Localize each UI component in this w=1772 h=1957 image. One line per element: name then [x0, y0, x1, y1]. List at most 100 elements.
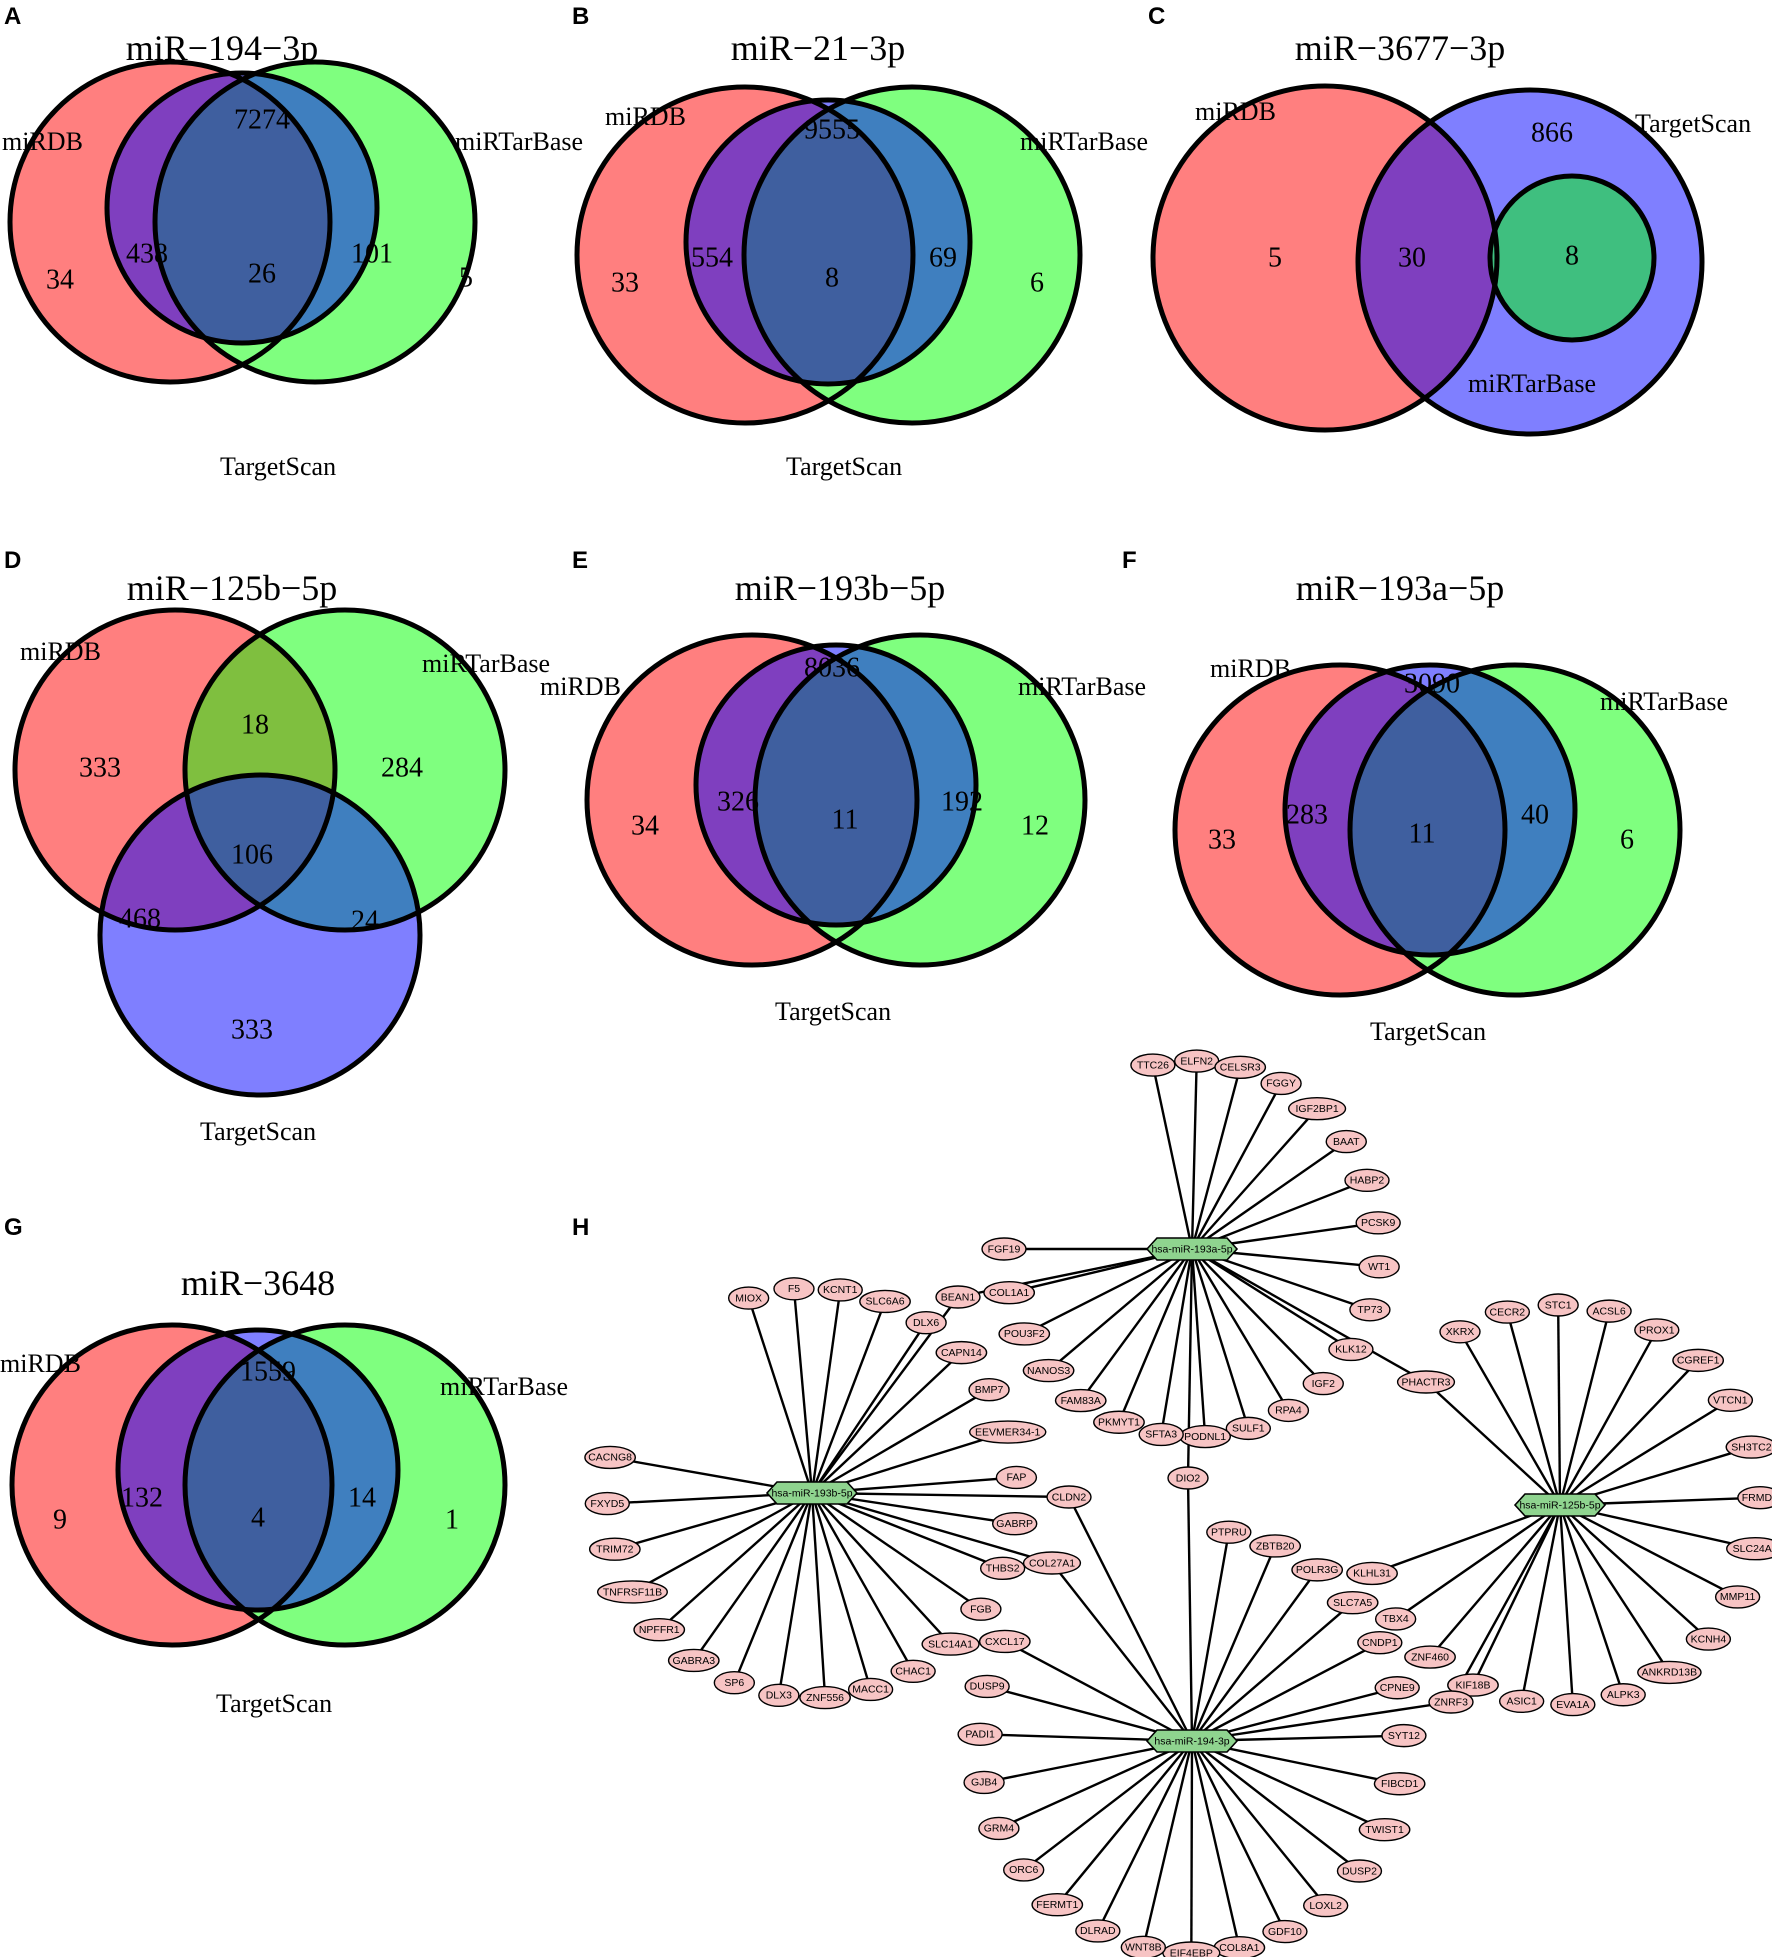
gene-node-znf460: ZNF460 — [1404, 1645, 1456, 1669]
network-edge — [1559, 1504, 1710, 1640]
gene-node-label: HABP2 — [1350, 1175, 1385, 1187]
gene-node-label: POU3F2 — [1004, 1328, 1045, 1340]
gene-node-label: ELFN2 — [1180, 1055, 1213, 1067]
network-edge — [1117, 1248, 1194, 1423]
network-edge — [811, 1492, 952, 1645]
gene-node-label: COL27A1 — [1029, 1557, 1075, 1569]
gene-node-shape — [1167, 1466, 1209, 1490]
gene-node-shape — [584, 1445, 637, 1470]
gene-node-label: TP73 — [1357, 1304, 1382, 1316]
gene-node-prox1: PROX1 — [1634, 1318, 1680, 1342]
gene-node-nanos3: NANOS3 — [1022, 1358, 1075, 1383]
network-edge — [1559, 1399, 1732, 1507]
gene-node-shape — [859, 1289, 911, 1314]
gene-node-acsl6: ACSL6 — [1586, 1299, 1632, 1323]
network-edge — [1186, 1477, 1194, 1742]
mirna-hub-node-hsa-mir-125b-5p: hsa-miR-125b-5p — [1513, 1493, 1607, 1517]
gene-node-igf2bp1: IGF2BP1 — [1287, 1096, 1347, 1121]
network-edge — [810, 1492, 915, 1672]
gene-node-label: ORC6 — [1009, 1864, 1038, 1876]
network-edge — [811, 1491, 1004, 1570]
outline-mirtarbase — [752, 632, 1088, 968]
gene-node-kif18b: KIF18B — [1447, 1673, 1499, 1697]
gene-node-label: CELSR3 — [1220, 1062, 1261, 1074]
region-all-three — [185, 775, 335, 930]
gene-node-shape — [1685, 1627, 1732, 1651]
gene-node-cpne9: CPNE9 — [1374, 1676, 1420, 1700]
gene-node-label: COL8A1 — [1219, 1942, 1259, 1954]
network-edge — [1190, 1740, 1241, 1948]
gene-node-label: KCNT1 — [823, 1284, 858, 1296]
count-mirdb-only: 33 — [1208, 824, 1236, 855]
gene-node-cldn2: CLDN2 — [1046, 1485, 1092, 1509]
gene-node-shape — [1358, 1255, 1400, 1279]
gene-node-shape — [1003, 1858, 1045, 1882]
gene-node-label: PODNL1 — [1184, 1431, 1226, 1443]
panel-c: C miR−3677−3p miRDB TargetScan miRTarBas… — [1148, 3, 1751, 437]
gene-node-label: EIF4EBP — [1170, 1947, 1213, 1957]
gene-node-fam83a: FAM83A — [1054, 1388, 1107, 1413]
gene-node-shape — [1022, 1551, 1082, 1575]
gene-node-wt1: WT1 — [1358, 1255, 1400, 1279]
gene-node-shape — [969, 1420, 1047, 1444]
label-mirdb: miRDB — [1210, 654, 1291, 683]
network-edge — [810, 1492, 827, 1698]
gene-node-shape — [1325, 1129, 1367, 1154]
gene-node-shape — [979, 1556, 1026, 1581]
gene-node-ttc26: TTC26 — [1130, 1053, 1176, 1077]
gene-node-shape — [1130, 1053, 1176, 1077]
gene-node-label: KIF18B — [1455, 1679, 1490, 1691]
network-edge — [1558, 1504, 1625, 1696]
gene-node-shape — [1358, 1817, 1411, 1842]
count-mirdb-targetscan: 30 — [1398, 242, 1426, 273]
gene-node-shape — [1586, 1299, 1632, 1323]
gene-node-gabrp: GABRP — [991, 1511, 1038, 1536]
count-targetscan-mirtarbase: 192 — [941, 786, 983, 817]
gene-node-dlx3: DLX3 — [758, 1683, 800, 1708]
network-edge — [1191, 1740, 1327, 1907]
network-edge — [1190, 1545, 1277, 1742]
gene-node-shape — [935, 1285, 981, 1309]
venn-title-c: miR−3677−3p — [1295, 28, 1506, 68]
gene-node-shape — [1046, 1485, 1092, 1509]
gene-node-shape — [1726, 1537, 1772, 1561]
gene-node-label: CLDN2 — [1052, 1491, 1087, 1503]
gene-node-label: DUSP9 — [970, 1681, 1005, 1693]
gene-node-label: DLX6 — [913, 1317, 939, 1329]
count-mirdb-only: 34 — [46, 264, 74, 295]
gene-node-label: ZNF556 — [806, 1692, 844, 1704]
gene-node-podnl1: PODNL1 — [1179, 1424, 1232, 1449]
network-edge — [1559, 1359, 1700, 1506]
gene-node-label: BMP7 — [975, 1384, 1004, 1396]
network-edge — [1191, 1569, 1319, 1742]
label-targetscan: TargetScan — [220, 452, 336, 481]
gene-node-label: CNDP1 — [1362, 1637, 1398, 1649]
network-edge — [733, 1492, 814, 1684]
count-mirdb-targetscan: 438 — [126, 238, 168, 269]
count-targetscan-mirtarbase: 40 — [1521, 799, 1549, 830]
count-targetscan-mirtarbase: 69 — [929, 242, 957, 273]
gene-node-shape — [991, 1511, 1038, 1536]
network-edge — [1096, 1740, 1194, 1932]
network-edge — [1191, 1107, 1318, 1250]
panel-f: F miR−193a−5p miRDB miRTarBase TargetSca… — [1122, 547, 1728, 1046]
network-edge — [998, 1739, 1193, 1830]
count-mirdb-only: 34 — [631, 810, 659, 841]
network-edge — [1429, 1504, 1561, 1658]
venn-title-f: miR−193a−5p — [1296, 568, 1505, 608]
network-edge — [1051, 1562, 1193, 1742]
network-edge — [1190, 1082, 1283, 1250]
network-edge — [1191, 1140, 1347, 1250]
count-targetscan-mirtarbase: 101 — [351, 238, 393, 269]
gene-node-label: SYT12 — [1388, 1730, 1420, 1742]
gene-node-fap: FAP — [995, 1465, 1038, 1490]
gene-node-syt12: SYT12 — [1381, 1723, 1427, 1748]
gene-node-label: NANOS3 — [1027, 1365, 1070, 1377]
hub-node-shape — [765, 1481, 859, 1505]
network-edge — [810, 1492, 872, 1690]
gene-node-slc6a6: SLC6A6 — [859, 1289, 911, 1314]
hub-node-label: hsa-miR-193a-5p — [1151, 1243, 1232, 1255]
gene-node-shape — [1249, 1534, 1302, 1558]
